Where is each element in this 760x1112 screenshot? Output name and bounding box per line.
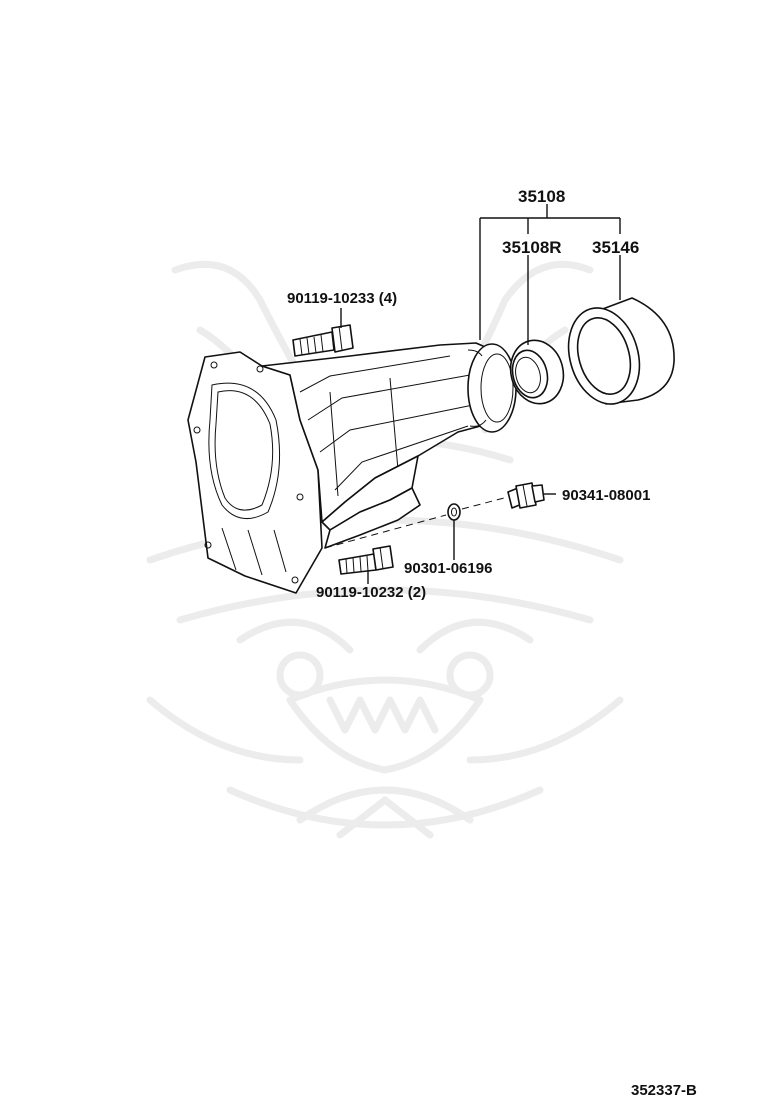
bolt-90119-10232 (338, 545, 394, 575)
label-35108: 35108 (518, 187, 565, 206)
label-35108R: 35108R (502, 238, 562, 257)
plug-90341-08001 (507, 482, 545, 509)
label-90301-06196: 90301-06196 (404, 560, 492, 577)
oil-seal-35108R (509, 339, 565, 405)
label-90119-10232: 90119-10232 (2) (316, 584, 426, 601)
leader-lines (324, 204, 621, 584)
label-90119-10233: 90119-10233 (4) (287, 290, 397, 307)
bolt-90119-10233 (292, 324, 354, 357)
gasket-90301-06196 (447, 503, 461, 521)
label-35146: 35146 (592, 238, 639, 257)
reference-code: 352337-B (631, 1082, 697, 1099)
sleeve-35146 (567, 297, 675, 405)
label-90341-08001: 90341-08001 (562, 487, 650, 504)
extension-housing (187, 342, 517, 594)
part-labels: 35108 35108R 35146 90119-10233 (4) 90341… (287, 187, 697, 1099)
